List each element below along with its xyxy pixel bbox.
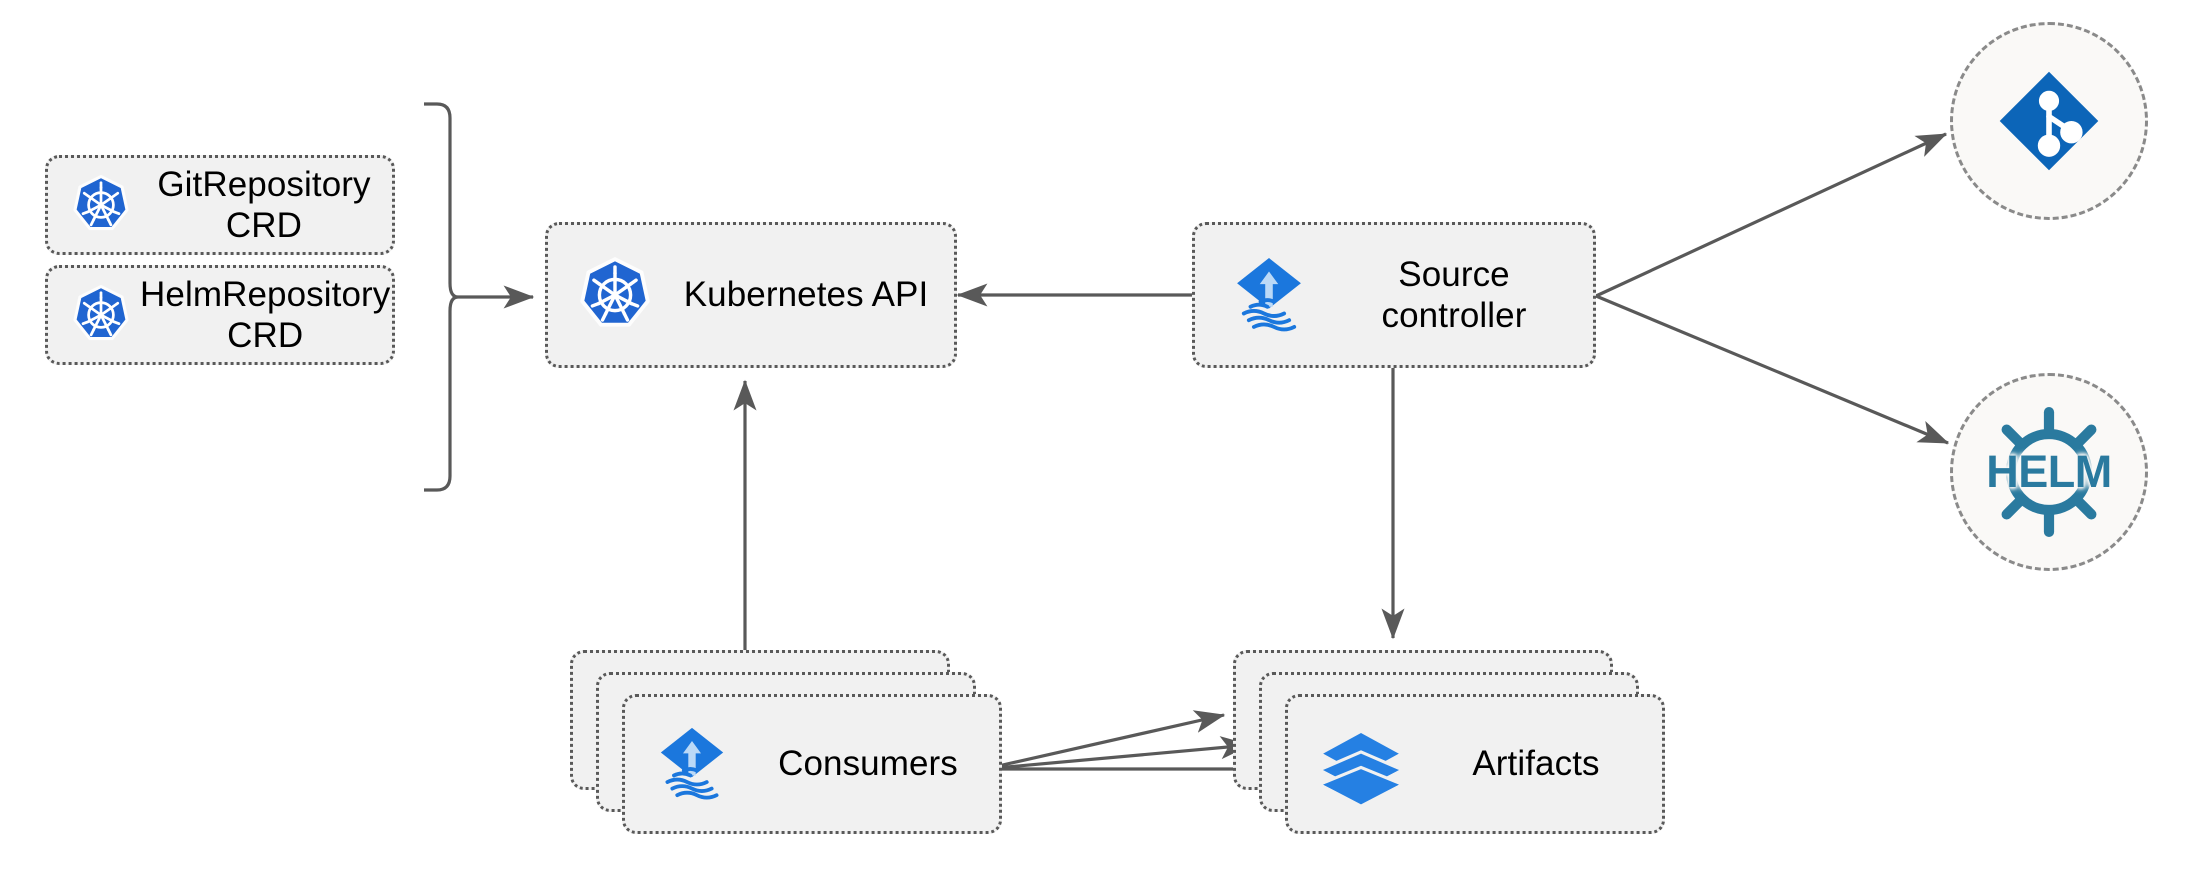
edge-consumers-to-artifacts-1 xyxy=(984,710,1226,771)
helm-logo: HELM xyxy=(1976,399,2122,545)
edge-source-controller-to-helm xyxy=(1595,294,1950,445)
git-icon xyxy=(1999,71,2099,171)
node-artifacts[interactable]: Artifacts xyxy=(1285,694,1665,834)
node-consumers[interactable]: Consumers xyxy=(622,694,1002,834)
edge-consumers-to-artifacts-2 xyxy=(984,736,1252,771)
node-artifacts-label: Artifacts xyxy=(1472,744,1600,784)
node-git-repository-crd[interactable]: GitRepository CRD xyxy=(45,155,395,255)
helm-wordmark: HELM xyxy=(1986,446,2112,497)
helm-icon xyxy=(2001,407,2097,537)
node-helm-repository-crd[interactable]: HelmRepository CRD xyxy=(45,265,395,365)
layers-icon xyxy=(1323,733,1399,805)
kubernetes-icon xyxy=(73,284,129,341)
kubernetes-icon xyxy=(73,174,129,231)
flux-icon xyxy=(660,727,724,800)
node-helm-repository-crd-label: HelmRepository CRD xyxy=(140,274,391,355)
node-git-repository-crd-label: GitRepository CRD xyxy=(157,164,371,245)
node-source-controller-label: Source controller xyxy=(1381,254,1527,335)
node-kubernetes-api-label: Kubernetes API xyxy=(683,275,929,315)
node-source-controller[interactable]: Source controller xyxy=(1192,222,1596,368)
kubernetes-icon xyxy=(580,257,650,327)
node-helm-source[interactable]: HELM xyxy=(1950,373,2148,571)
node-consumers-label: Consumers xyxy=(778,744,958,784)
flux-icon xyxy=(1237,258,1301,332)
node-kubernetes-api[interactable]: Kubernetes API xyxy=(545,222,957,368)
edge-source-controller-to-git xyxy=(1595,132,1948,298)
node-git-source[interactable] xyxy=(1950,22,2148,220)
crd-group-brace xyxy=(424,102,459,492)
